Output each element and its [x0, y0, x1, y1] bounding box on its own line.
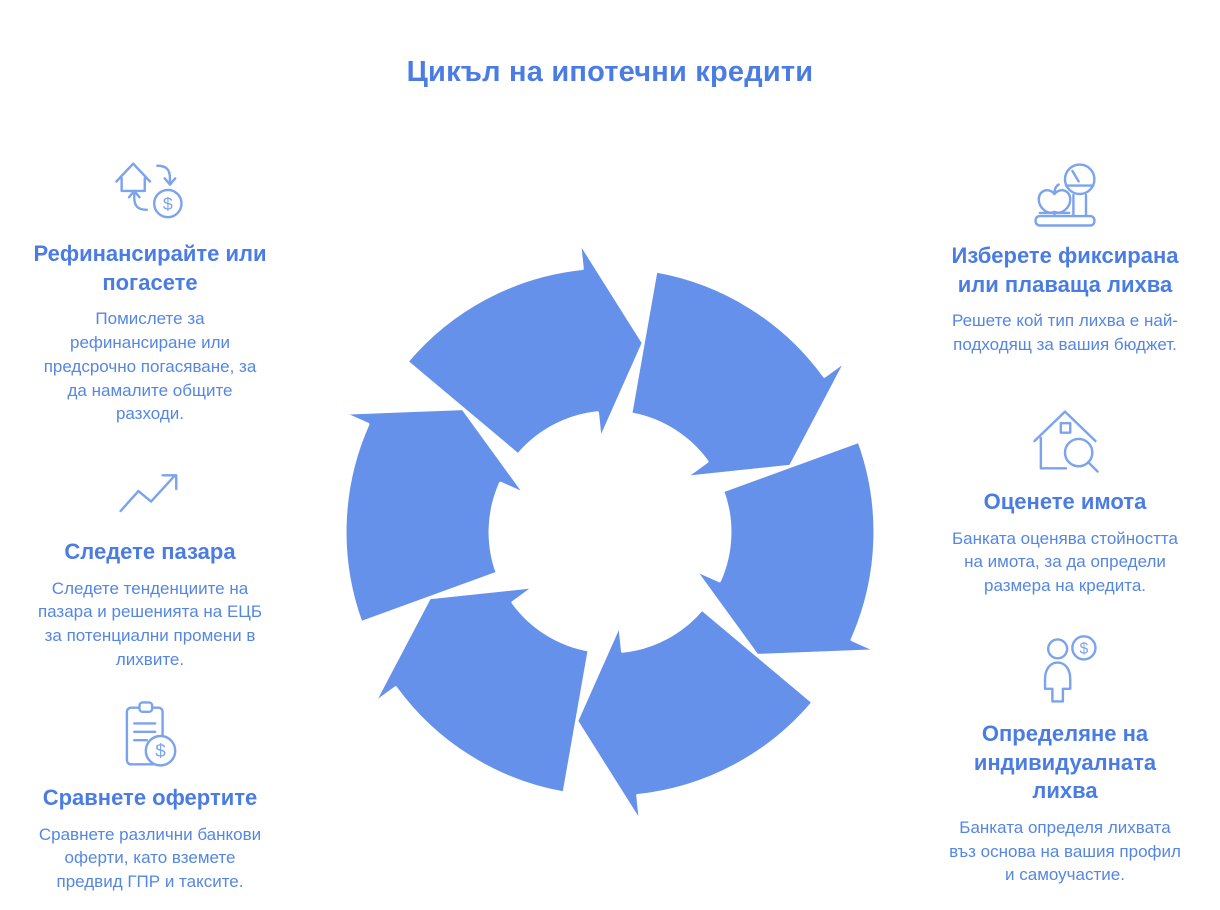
clipboard-dollar-icon: $ [125, 701, 177, 767]
step-body: Следете тенденциите на пазара и решеният… [37, 578, 263, 669]
house-search-icon [1033, 410, 1099, 473]
step-body: Решете кой тип лихва е най- подходящ за … [952, 311, 1178, 354]
icon-wrap [25, 448, 275, 532]
step-compare-offers: $ Сравнете офертите Сравнете различни ба… [25, 694, 275, 894]
step-body: Помислете за рефинансиране или предсрочн… [43, 309, 257, 424]
step-title: Рефинансирайте или погасете [33, 241, 267, 295]
step-title: Изберете фиксирана или плаваща лихва [951, 243, 1179, 297]
market-trend-icon [119, 474, 178, 513]
svg-text:$: $ [163, 194, 173, 214]
svg-text:$: $ [1080, 641, 1089, 658]
icon-wrap [925, 398, 1205, 482]
step-refinance-or-repay: $ Рефинансирайте или погасете Помислете … [25, 150, 275, 426]
step-title: Сравнете офертите [42, 785, 258, 810]
step-individual-rate: $ Определяне на индивидуалната лихва Бан… [925, 630, 1205, 887]
icon-wrap [925, 152, 1205, 236]
person-dollar-icon: $ [1043, 635, 1097, 703]
icon-wrap: $ [25, 150, 275, 234]
cycle-arrow-segments [310, 232, 910, 832]
step-body: Банката определя лихвата въз основа на в… [949, 817, 1181, 885]
page-title: Цикъл на ипотечни кредити [406, 56, 814, 88]
step-body: Банката оценява стойността на имота, за … [952, 528, 1178, 596]
step-fixed-or-variable-rate: Изберете фиксирана или плаваща лихва Реш… [925, 152, 1205, 357]
step-watch-market: Следете пазара Следете тенденциите на па… [25, 448, 275, 672]
step-title: Следете пазара [64, 539, 236, 564]
step-title: Оценете имота [983, 489, 1147, 514]
step-title: Определяне на индивидуалната лихва [973, 721, 1157, 804]
scale-with-apple-icon [1034, 163, 1096, 227]
icon-wrap: $ [25, 694, 275, 778]
icon-wrap: $ [925, 630, 1205, 714]
svg-text:$: $ [155, 741, 166, 762]
mortgage-cycle-arrows-graphic [310, 232, 910, 832]
step-body: Сравнете различни банкови оферти, като в… [38, 824, 262, 892]
step-property-valuation: Оценете имота Банката оценява стойността… [925, 398, 1205, 598]
house-money-exchange-icon: $ [115, 162, 183, 219]
